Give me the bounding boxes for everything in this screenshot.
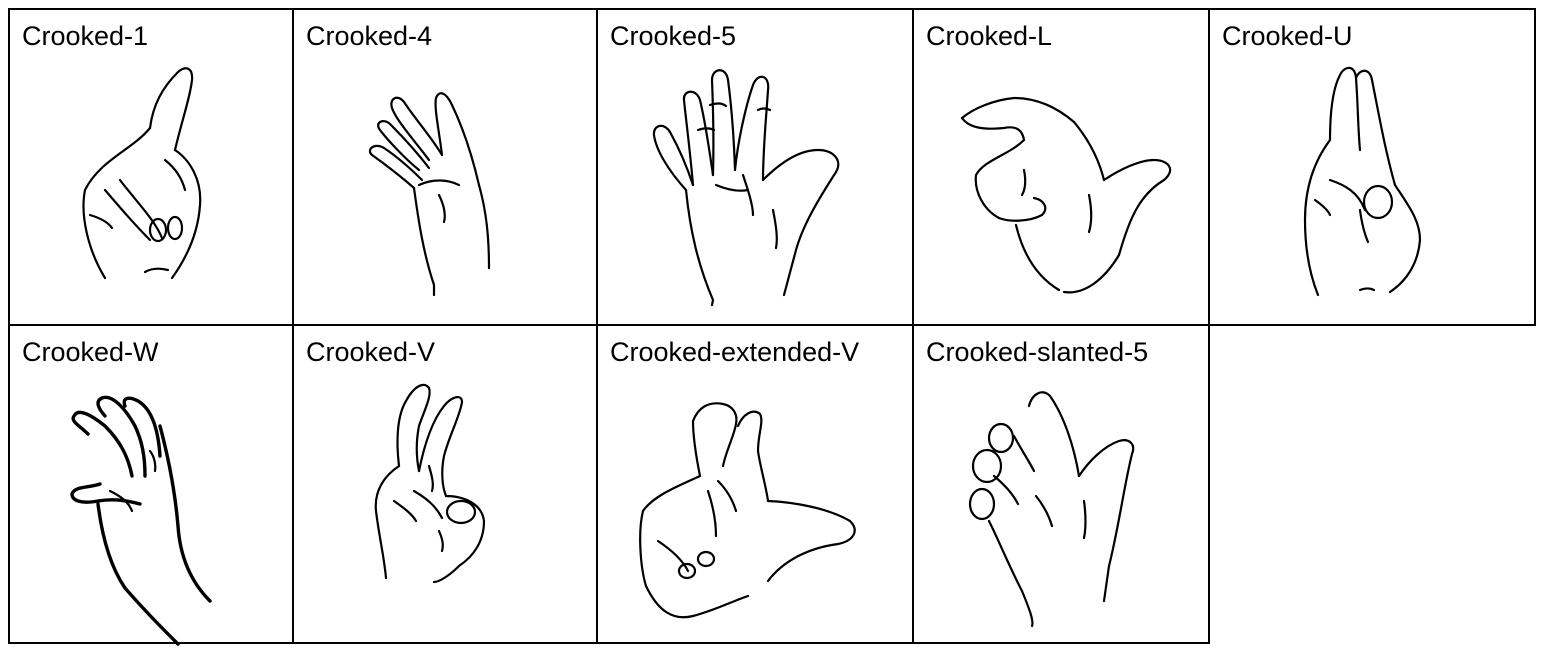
handshape-label: Crooked-extended-V [610,337,860,367]
crooked-5-hand-icon [652,69,840,307]
handshape-cell-crooked-5: Crooked-5 [596,8,914,326]
handshape-cell-crooked-l: Crooked-L [912,8,1210,326]
handshape-label: Crooked-1 [22,21,149,51]
crooked-u-hand-icon [1303,66,1422,297]
handshape-label: Crooked-W [22,337,159,367]
handshape-label: Crooked-4 [306,21,433,51]
crooked-l-hand-icon [960,96,1172,294]
handshape-label: Crooked-L [926,21,1053,51]
crooked-4-hand-icon [368,92,491,297]
handshape-label: Crooked-slanted-5 [926,337,1149,367]
handshape-cell-crooked-4: Crooked-4 [292,8,598,326]
crooked-extended-v-hand-icon [639,402,856,619]
crooked-1-hand-icon [82,67,202,280]
handshape-label: Crooked-V [306,337,436,367]
handshape-cell-crooked-extended-v: Crooked-extended-V [596,324,914,644]
crooked-slanted-5-hand-icon [968,391,1135,628]
handshape-cell-crooked-1: Crooked-1 [8,8,294,326]
handshape-cell-crooked-u: Crooked-U [1208,8,1536,326]
handshape-cell-crooked-v: Crooked-V [292,324,598,644]
handshape-label: Crooked-5 [610,21,737,51]
crooked-v-hand-icon [374,383,486,584]
handshape-cell-crooked-w: Crooked-W [8,324,294,646]
crooked-w-hand-icon [70,395,212,646]
handshape-label: Crooked-U [1222,21,1353,51]
handshape-cell-crooked-slanted-5: Crooked-slanted-5 [912,324,1210,644]
